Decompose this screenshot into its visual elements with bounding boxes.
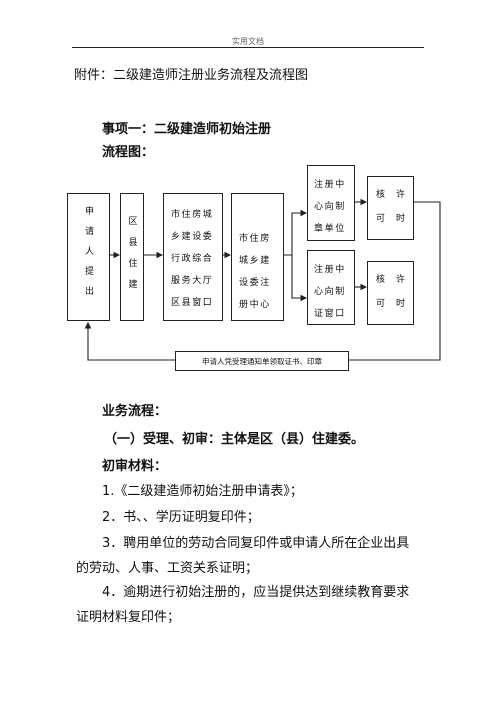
material-item-3-cont: 的劳动、人事、工资关系证明；: [76, 561, 259, 576]
arrow-center-regtop: [284, 209, 308, 256]
flow-box-approve-bottom: 核许 可时: [367, 261, 414, 325]
flow-box-bottom-note: 申请人凭受理通知单领取证书、印章: [175, 351, 349, 371]
flow-box-approve-top-text: 核许 可时: [376, 190, 414, 224]
flowchart-label: 流程图：: [102, 145, 155, 160]
flow-box-district-text: 区县住建: [126, 216, 137, 300]
flow-box-applicant: 申请人提出: [67, 193, 110, 321]
flow-box-approve-bottom-text: 核许 可时: [376, 275, 414, 309]
page-header: 实用文档: [232, 37, 264, 46]
flow-box-city-center: 市住房 城乡建 设委注 册中心: [231, 193, 284, 321]
return-line: [349, 201, 441, 361]
flow-box-approve-top: 核许 可时: [367, 176, 414, 240]
flow-box-reg-bottom-text: 注册中 心向制 证窗口: [314, 265, 346, 319]
material-item-4-cont: 证明材料复印件；: [76, 610, 181, 625]
material-item-2: 2．书、、学历证明复印件；: [102, 510, 260, 525]
flow-box-reg-top-text: 注册中 心向制 章单位: [314, 180, 346, 234]
material-item-1: 1.《二级建造师初始注册申请表》；: [102, 484, 303, 499]
flow-box-city-admin: 市住房城 乡建设委 行政综合 服务大厅 区县窗口: [163, 193, 223, 321]
flow-box-bottom-note-text: 申请人凭受理通知单领取证书、印章: [202, 357, 322, 366]
return-arrow: [84, 321, 175, 361]
business-flow-label: 业务流程：: [102, 404, 168, 419]
flow-box-district: 区县住建: [120, 193, 144, 321]
material-item-4: 4．逾期进行初始注册的，应当提供达到继续教育要求: [102, 585, 410, 600]
attachment-title: 附件：二级建造师注册业务流程及流程图: [74, 68, 309, 83]
header-rule: [72, 47, 424, 48]
flow-box-applicant-text: 申请人提出: [83, 206, 93, 306]
material-item-3: 3．聘用单位的劳动合同复印件或申请人所在企业出具: [102, 536, 410, 551]
item-title: 事项一：二级建造师初始注册: [102, 122, 272, 137]
flow-box-reg-bottom: 注册中 心向制 证窗口: [307, 250, 355, 325]
section1-title: （一）受理、初审：主体是区（县）住建委。: [104, 432, 365, 447]
flow-box-reg-top: 注册中 心向制 章单位: [307, 165, 355, 241]
materials-label: 初审材料：: [102, 459, 168, 474]
flow-box-city-center-text: 市住房 城乡建 设委注 册中心: [239, 234, 271, 310]
arrow-center-regbottom: [291, 255, 308, 302]
flow-box-city-admin-text: 市住房城 乡建设委 行政综合 服务大厅 区县窗口: [171, 210, 214, 308]
